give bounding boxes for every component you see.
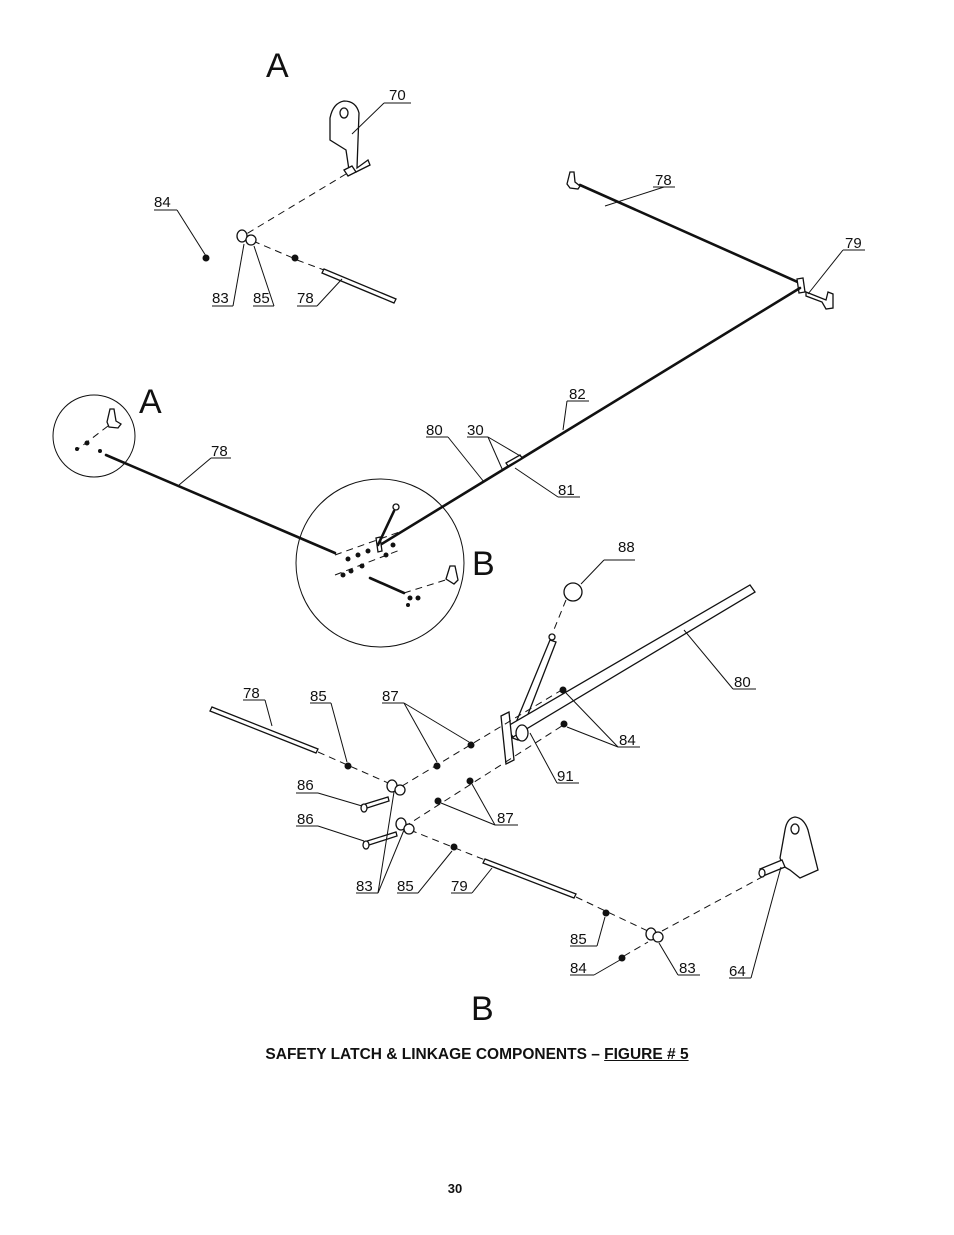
callout-79-detail: 79 xyxy=(451,878,468,895)
detail-a-circle xyxy=(52,394,136,478)
caption-figure-number: FIGURE # 5 xyxy=(604,1046,689,1063)
rod-end-83-bottom xyxy=(395,817,415,835)
detail-b-circle xyxy=(295,478,465,648)
latch-bracket-64 xyxy=(758,816,819,879)
rod-78-detail xyxy=(209,706,319,754)
mount-plate xyxy=(500,710,515,766)
callout-83: 83 xyxy=(212,290,229,307)
detail-letter-b-mid: B xyxy=(472,545,495,583)
overview-linkage: 78 79 82 80 30 81 A 78 B xyxy=(52,171,865,648)
rod-end-83-lower xyxy=(645,927,664,943)
callout-78-left: 78 xyxy=(211,443,228,460)
callout-91: 91 xyxy=(557,768,574,785)
callout-85-top: 85 xyxy=(310,688,327,705)
nut-85 xyxy=(291,254,299,262)
rod-82-80 xyxy=(378,286,802,547)
callout-85-bottom: 85 xyxy=(397,878,414,895)
page-number: 30 xyxy=(447,1181,463,1196)
nut-85-top xyxy=(344,762,352,770)
detail-letter-a-top: A xyxy=(266,47,289,85)
detail-letter-b-bottom: B xyxy=(471,990,494,1028)
nut-85-bottom xyxy=(450,843,458,851)
rod-78-left xyxy=(104,453,337,555)
callout-64: 64 xyxy=(729,963,746,980)
knob-88 xyxy=(563,582,583,602)
bolt-86-bottom xyxy=(362,831,398,850)
handle-lever xyxy=(509,639,557,741)
callout-83-lower: 83 xyxy=(679,960,696,977)
latch-bracket-70 xyxy=(329,100,371,177)
detail-b: 88 80 91 78 xyxy=(209,539,819,1028)
callout-86-top: 86 xyxy=(297,777,314,794)
bracket-79 xyxy=(805,291,834,310)
callout-81: 81 xyxy=(558,482,575,499)
rod-79 xyxy=(482,858,577,899)
callout-78-top: 78 xyxy=(655,172,672,189)
callout-80-detail: 80 xyxy=(734,674,751,691)
detail-a: A 70 84 83 85 78 xyxy=(154,47,411,307)
callout-87-top: 87 xyxy=(382,688,399,705)
callout-84-right: 84 xyxy=(619,732,636,749)
nut-84-lower xyxy=(618,954,626,962)
rod-78-segment xyxy=(321,268,397,304)
roller-91 xyxy=(515,724,529,742)
callout-83-detail: 83 xyxy=(356,878,373,895)
caption-text: SAFETY LATCH & LINKAGE COMPONENTS – xyxy=(265,1046,605,1063)
rod-end-83 xyxy=(236,229,257,246)
callout-82: 82 xyxy=(569,386,586,403)
callout-84: 84 xyxy=(154,194,171,211)
callout-30: 30 xyxy=(467,422,484,439)
coupler-81 xyxy=(505,454,523,467)
rod-78-top xyxy=(578,183,802,285)
bolt-86-top xyxy=(360,796,390,813)
callout-86-bottom: 86 xyxy=(297,811,314,828)
rod-end-83-top xyxy=(386,779,406,796)
nut-84 xyxy=(202,254,210,262)
figure-caption: SAFETY LATCH & LINKAGE COMPONENTS – FIGU… xyxy=(0,1046,954,1064)
nut-85-lower xyxy=(602,909,610,917)
callout-79: 79 xyxy=(845,235,862,252)
callout-87-mid: 87 xyxy=(497,810,514,827)
callout-84-lower: 84 xyxy=(570,960,587,977)
callout-85-lower: 85 xyxy=(570,931,587,948)
callout-78: 78 xyxy=(297,290,314,307)
detail-letter-a-mid: A xyxy=(139,383,162,421)
callout-85: 85 xyxy=(253,290,270,307)
callout-78-detail: 78 xyxy=(243,685,260,702)
callout-70: 70 xyxy=(389,87,406,104)
callout-88: 88 xyxy=(618,539,635,556)
callout-80-overview: 80 xyxy=(426,422,443,439)
